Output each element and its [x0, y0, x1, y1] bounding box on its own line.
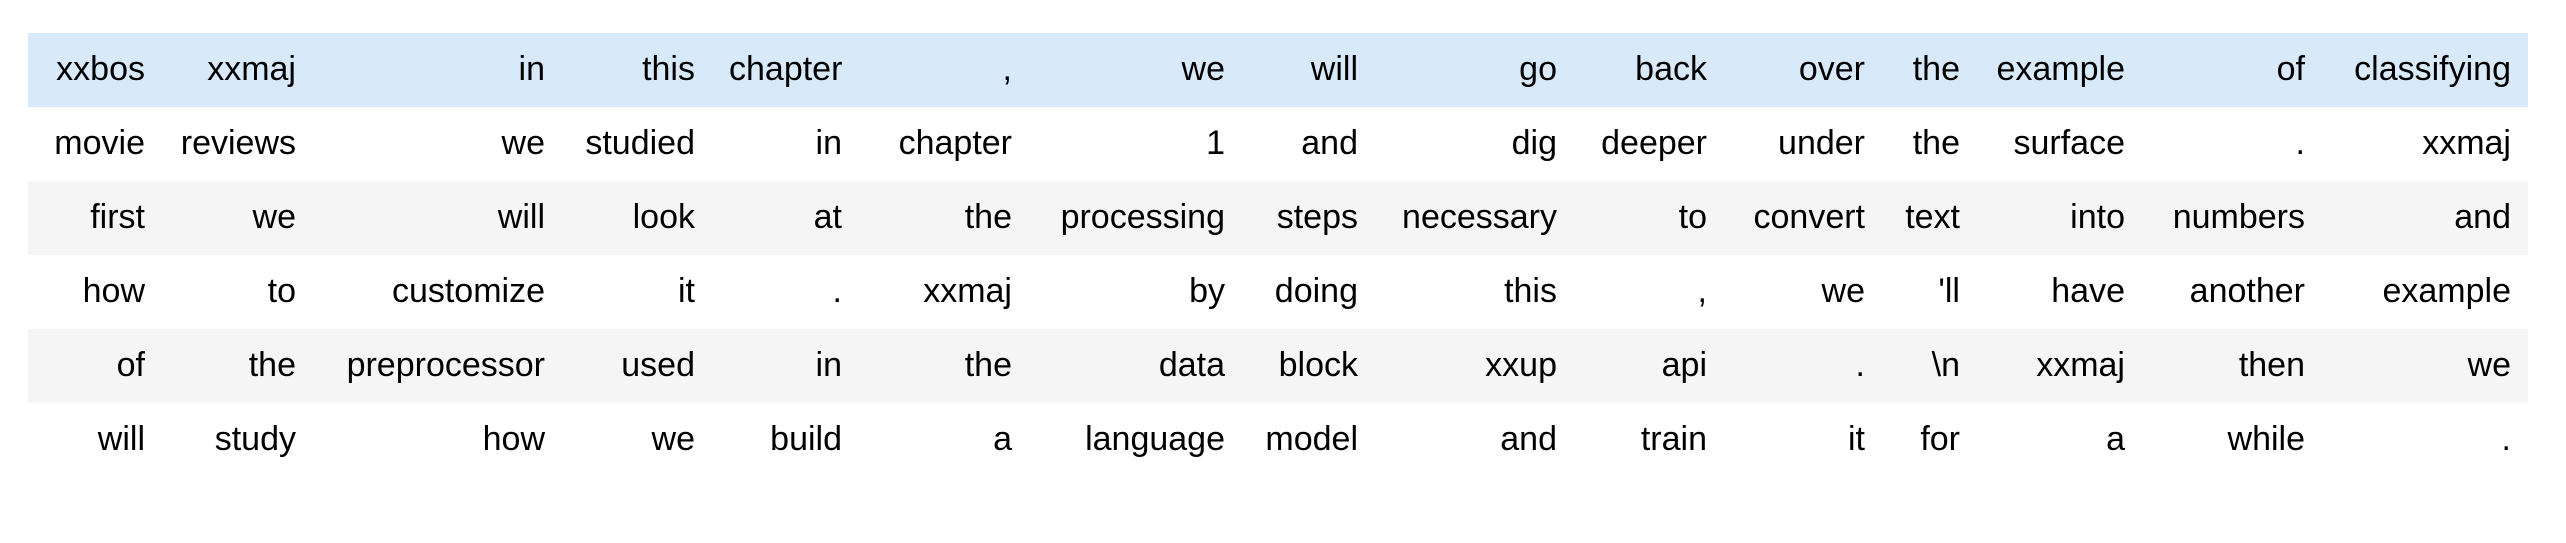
token-cell: steps: [1242, 181, 1375, 255]
token-cell: to: [1574, 181, 1724, 255]
token-cell: at: [712, 181, 859, 255]
token-cell: xxup: [1375, 329, 1574, 403]
token-cell: .: [2142, 107, 2322, 181]
token-cell: \n: [1882, 329, 1977, 403]
token-cell: ,: [1574, 255, 1724, 329]
token-cell: of: [28, 329, 162, 403]
token-cell: numbers: [2142, 181, 2322, 255]
token-cell: customize: [313, 255, 562, 329]
token-cell: have: [1977, 255, 2142, 329]
token-cell: block: [1242, 329, 1375, 403]
token-cell: in: [712, 329, 859, 403]
token-cell: movie: [28, 107, 162, 181]
token-cell: under: [1724, 107, 1882, 181]
token-cell: 1: [1029, 107, 1242, 181]
token-cell: first: [28, 181, 162, 255]
token-cell: classifying: [2322, 33, 2528, 107]
token-cell: xxmaj: [1977, 329, 2142, 403]
token-cell: the: [1882, 107, 1977, 181]
token-cell: of: [2142, 33, 2322, 107]
token-cell: in: [712, 107, 859, 181]
token-cell: then: [2142, 329, 2322, 403]
token-cell: we: [1724, 255, 1882, 329]
token-cell: chapter: [712, 33, 859, 107]
token-cell: it: [1724, 403, 1882, 477]
token-cell: will: [1242, 33, 1375, 107]
token-cell: model: [1242, 403, 1375, 477]
token-cell: back: [1574, 33, 1724, 107]
token-cell: we: [162, 181, 313, 255]
token-cell: the: [859, 181, 1029, 255]
token-cell: language: [1029, 403, 1242, 477]
token-cell: reviews: [162, 107, 313, 181]
token-cell: will: [313, 181, 562, 255]
token-cell: necessary: [1375, 181, 1574, 255]
token-cell: over: [1724, 33, 1882, 107]
token-cell: and: [2322, 181, 2528, 255]
token-cell: we: [562, 403, 712, 477]
token-cell: train: [1574, 403, 1724, 477]
token-cell: used: [562, 329, 712, 403]
token-cell: go: [1375, 33, 1574, 107]
token-cell: to: [162, 255, 313, 329]
token-cell: this: [562, 33, 712, 107]
token-cell: api: [1574, 329, 1724, 403]
token-cell: deeper: [1574, 107, 1724, 181]
token-cell: for: [1882, 403, 1977, 477]
token-cell: into: [1977, 181, 2142, 255]
token-cell: xxmaj: [162, 33, 313, 107]
token-cell: we: [313, 107, 562, 181]
token-cell: surface: [1977, 107, 2142, 181]
token-cell: processing: [1029, 181, 1242, 255]
token-cell: it: [562, 255, 712, 329]
token-cell: the: [1882, 33, 1977, 107]
token-cell: xxmaj: [2322, 107, 2528, 181]
token-cell: the: [859, 329, 1029, 403]
token-cell: by: [1029, 255, 1242, 329]
token-cell: another: [2142, 255, 2322, 329]
token-cell: we: [2322, 329, 2528, 403]
token-cell: data: [1029, 329, 1242, 403]
token-cell: look: [562, 181, 712, 255]
token-cell: this: [1375, 255, 1574, 329]
token-cell: xxbos: [28, 33, 162, 107]
token-cell: we: [1029, 33, 1242, 107]
token-cell: how: [28, 255, 162, 329]
token-cell: while: [2142, 403, 2322, 477]
token-cell: in: [313, 33, 562, 107]
token-cell: and: [1242, 107, 1375, 181]
token-cell: ,: [859, 33, 1029, 107]
token-cell: study: [162, 403, 313, 477]
token-cell: 'll: [1882, 255, 1977, 329]
token-cell: xxmaj: [859, 255, 1029, 329]
token-cell: the: [162, 329, 313, 403]
token-cell: convert: [1724, 181, 1882, 255]
token-cell: dig: [1375, 107, 1574, 181]
token-cell: a: [859, 403, 1029, 477]
token-cell: a: [1977, 403, 2142, 477]
token-cell: doing: [1242, 255, 1375, 329]
token-cell: example: [2322, 255, 2528, 329]
token-cell: preprocessor: [313, 329, 562, 403]
token-cell: example: [1977, 33, 2142, 107]
token-cell: build: [712, 403, 859, 477]
token-cell: chapter: [859, 107, 1029, 181]
token-cell: .: [2322, 403, 2528, 477]
token-cell: studied: [562, 107, 712, 181]
token-cell: and: [1375, 403, 1574, 477]
token-cell: text: [1882, 181, 1977, 255]
token-cell: .: [1724, 329, 1882, 403]
token-cell: will: [28, 403, 162, 477]
token-cell: how: [313, 403, 562, 477]
token-cell: .: [712, 255, 859, 329]
